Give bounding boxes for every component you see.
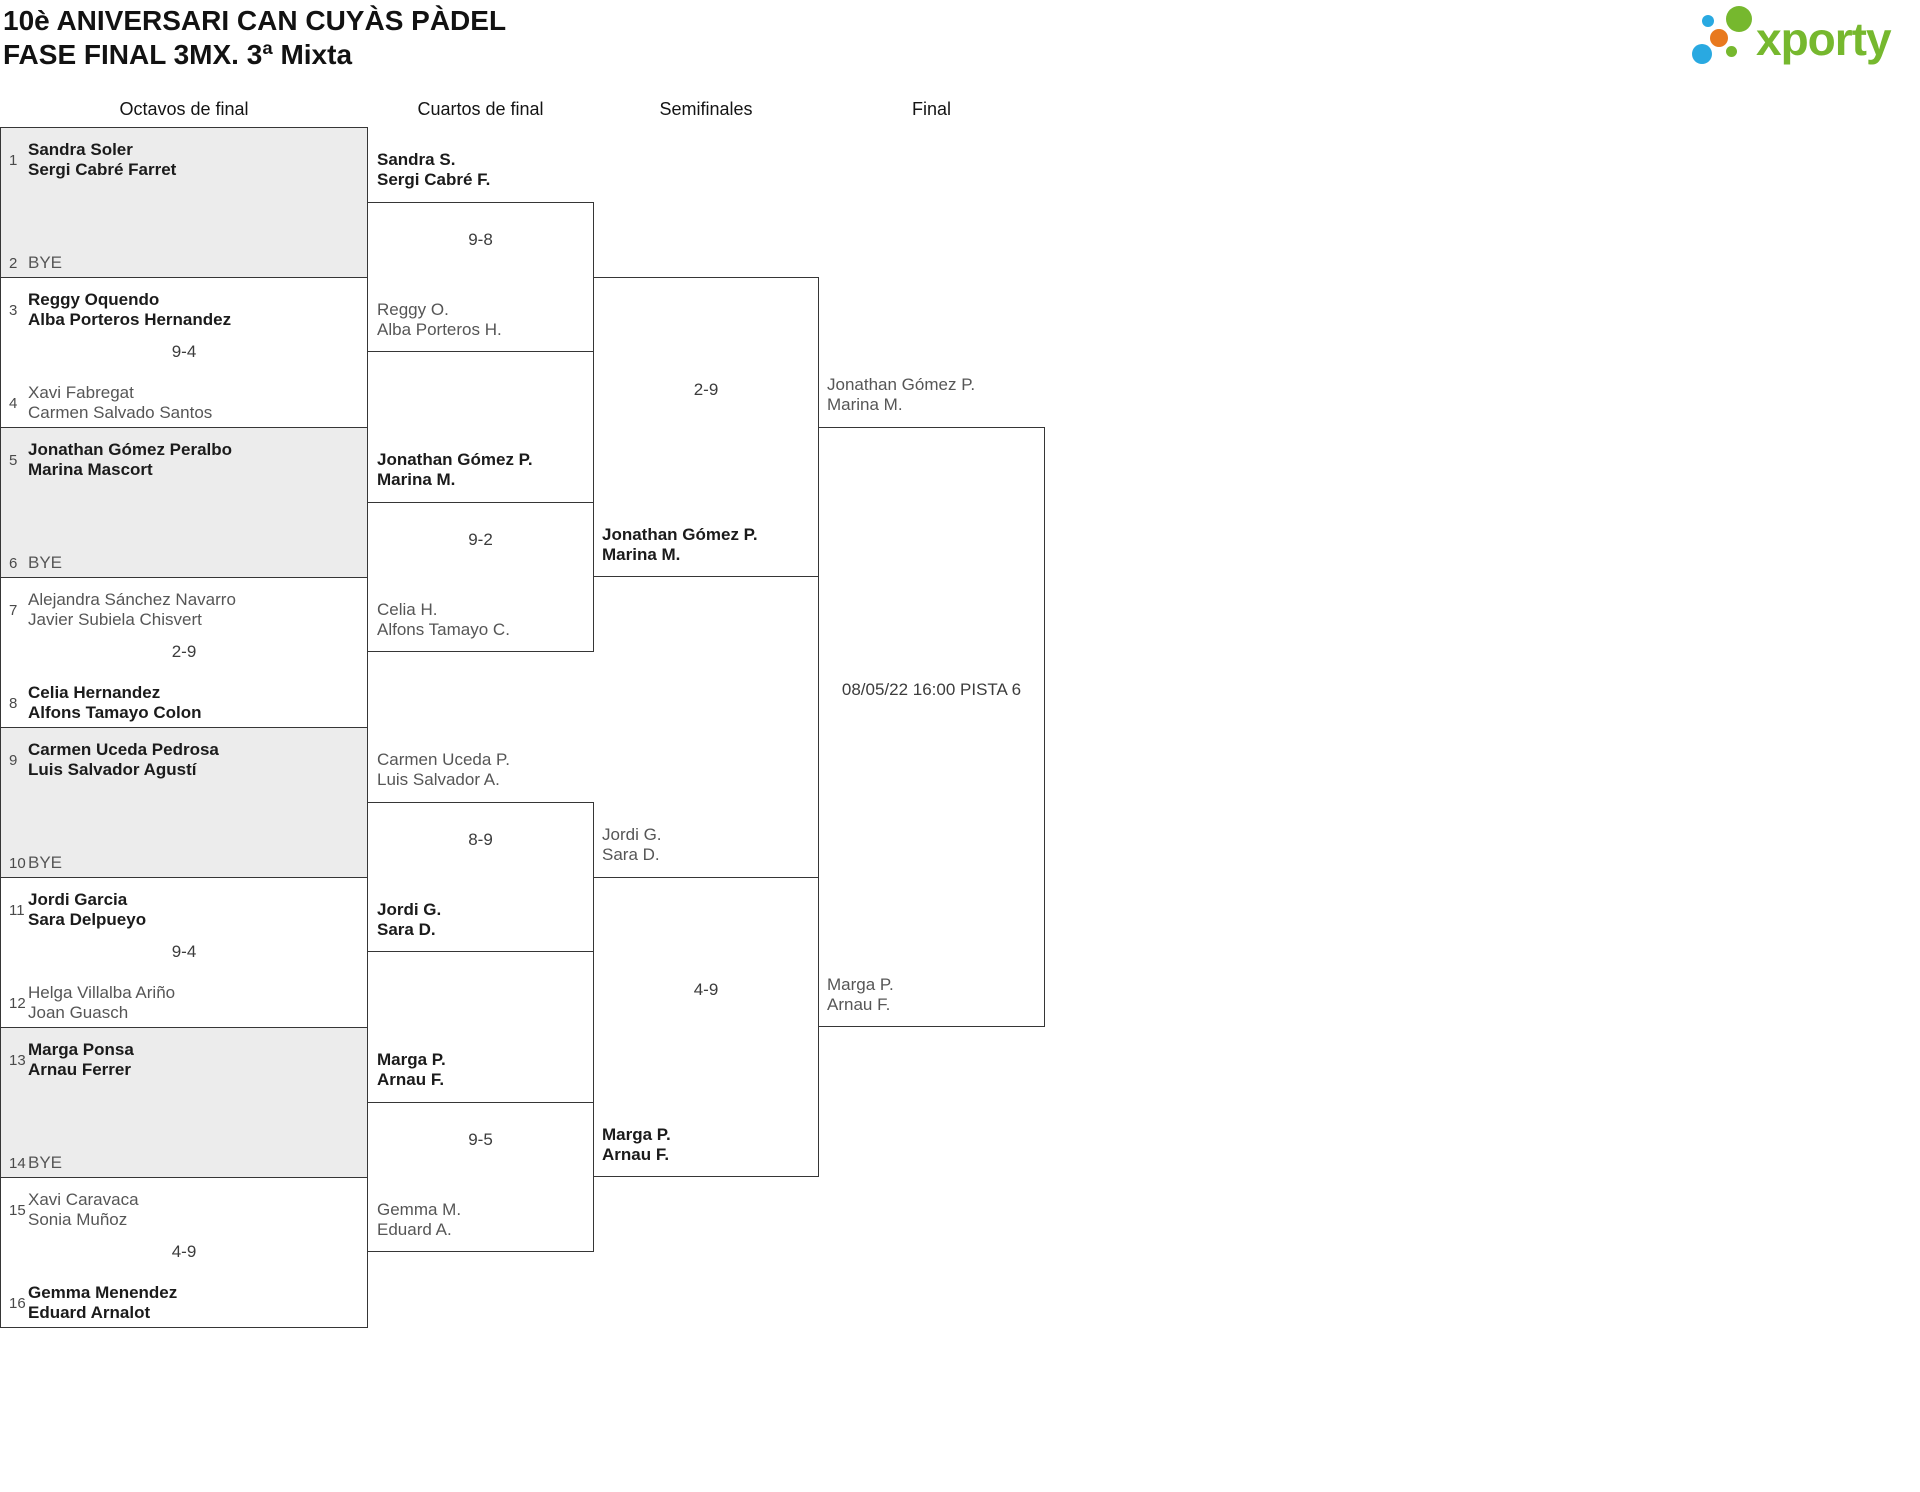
team-row-top: 3 Reggy Oquendo Alba Porteros Hernandez (9, 290, 361, 330)
seed-number: 11 (9, 901, 25, 919)
xporty-logo[interactable]: xporty (1690, 6, 1916, 74)
team-name: Marga Ponsa Arnau Ferrer (28, 1040, 134, 1079)
seed-number: 12 (9, 994, 26, 1012)
match-score: 2-9 (171, 641, 197, 661)
seed-number: 8 (9, 694, 18, 712)
seed-number: 10 (9, 854, 26, 872)
page-title: 10è ANIVERSARI CAN CUYÀS PÀDEL FASE FINA… (3, 4, 506, 72)
team-name: Jonathan Gómez Peralbo Marina Mascort (28, 440, 233, 479)
logo-dot-blue-small (1702, 15, 1714, 27)
match-box-octavos-1[interactable]: 1 Sandra Soler Sergi Cabré Farret 2 BYE (0, 127, 368, 278)
logo-dot-green-large (1726, 6, 1752, 32)
round-header-cuartos: Cuartos de final (417, 99, 544, 119)
round-header-final: Final (911, 99, 951, 119)
team-name: Celia Hernandez Alfons Tamayo Colon (28, 683, 202, 722)
team-row-top: 5 Jonathan Gómez Peralbo Marina Mascort (9, 440, 361, 480)
team-row-top: 1 Sandra Soler Sergi Cabré Farret (9, 140, 361, 180)
match-box-semifinal-2[interactable] (593, 877, 819, 1177)
match-box-octavos-6[interactable]: 11 Jordi Garcia Sara Delpueyo 9-4 12 Hel… (0, 877, 368, 1028)
team-bye: BYE (28, 853, 63, 872)
logo-dot-orange (1710, 29, 1728, 47)
team-name: Jordi Garcia Sara Delpueyo (28, 890, 147, 929)
match-score: 9-5 (468, 1130, 493, 1149)
team-label-top: Marga P.Arnau F. (377, 1050, 446, 1089)
seed-number: 5 (9, 451, 18, 469)
seed-number: 1 (9, 151, 18, 169)
match-box-cuartos-4[interactable] (367, 1102, 594, 1252)
team-label-top: Jonathan Gómez P.Marina M. (377, 450, 533, 489)
team-row-top: 7 Alejandra Sánchez Navarro Javier Subie… (9, 590, 361, 630)
team-row-top: 13 Marga Ponsa Arnau Ferrer (9, 1040, 361, 1080)
seed-number: 14 (9, 1154, 26, 1172)
team-name: Alejandra Sánchez Navarro Javier Subiela… (28, 590, 236, 629)
logo-wordmark: xporty (1756, 13, 1892, 65)
match-box-octavos-4[interactable]: 7 Alejandra Sánchez Navarro Javier Subie… (0, 577, 368, 728)
team-row-top: 9 Carmen Uceda Pedrosa Luis Salvador Agu… (9, 740, 361, 780)
team-label-top: Jordi G.Sara D. (602, 825, 662, 864)
match-box-octavos-7[interactable]: 13 Marga Ponsa Arnau Ferrer 14 BYE (0, 1027, 368, 1178)
match-score: 8-9 (468, 830, 493, 849)
seed-number: 15 (9, 1201, 26, 1219)
team-name: Carmen Uceda Pedrosa Luis Salvador Agust… (28, 740, 219, 779)
match-score: 9-8 (468, 230, 493, 249)
team-label-bottom: Marga P.Arnau F. (827, 975, 894, 1014)
team-row-bottom: 8 Celia Hernandez Alfons Tamayo Colon (9, 683, 361, 723)
team-label-bottom: Reggy O.Alba Porteros H. (377, 300, 502, 339)
seed-number: 7 (9, 601, 18, 619)
match-box-cuartos-2[interactable] (367, 502, 594, 652)
team-row-bottom: 6 BYE (9, 553, 361, 573)
seed-number: 3 (9, 301, 18, 319)
team-row-bottom: 4 Xavi Fabregat Carmen Salvado Santos (9, 383, 361, 423)
team-label-top: Sandra S.Sergi Cabré F. (377, 150, 491, 189)
seed-number: 13 (9, 1051, 26, 1069)
title-line-1: 10è ANIVERSARI CAN CUYÀS PÀDEL (3, 5, 507, 36)
match-score: 9-2 (468, 530, 493, 549)
seed-number: 9 (9, 751, 18, 769)
team-row-bottom: 12 Helga Villalba Ariño Joan Guasch (9, 983, 361, 1023)
seed-number: 16 (9, 1294, 26, 1312)
match-score: 2-9 (693, 380, 719, 399)
match-box-final[interactable] (818, 427, 1045, 1027)
final-schedule-info: 08/05/22 16:00 PISTA 6 (841, 680, 1022, 699)
team-name: Sandra Soler Sergi Cabré Farret (28, 140, 177, 179)
team-label-bottom: Jonathan Gómez P.Marina M. (602, 525, 758, 564)
team-name: Helga Villalba Ariño Joan Guasch (28, 983, 176, 1022)
team-label-bottom: Marga P.Arnau F. (602, 1125, 671, 1164)
team-bye: BYE (28, 253, 63, 272)
team-row-bottom: 14 BYE (9, 1153, 361, 1173)
match-score: 4-9 (693, 980, 719, 999)
match-box-octavos-5[interactable]: 9 Carmen Uceda Pedrosa Luis Salvador Agu… (0, 727, 368, 878)
round-header-octavos: Octavos de final (119, 99, 249, 119)
team-row-top: 11 Jordi Garcia Sara Delpueyo (9, 890, 361, 930)
team-label-top: Carmen Uceda P.Luis Salvador A. (377, 750, 510, 789)
team-label-bottom: Gemma M.Eduard A. (377, 1200, 462, 1239)
team-name: Gemma Menendez Eduard Arnalot (28, 1283, 178, 1322)
seed-number: 2 (9, 254, 18, 272)
match-box-octavos-8[interactable]: 15 Xavi Caravaca Sonia Muñoz 4-9 16 Gemm… (0, 1177, 368, 1328)
team-name: Reggy Oquendo Alba Porteros Hernandez (28, 290, 232, 329)
team-name: Xavi Caravaca Sonia Muñoz (28, 1190, 139, 1229)
match-score: 9-4 (171, 941, 197, 961)
match-box-octavos-2[interactable]: 3 Reggy Oquendo Alba Porteros Hernandez … (0, 277, 368, 428)
round-header-semifinales: Semifinales (659, 99, 753, 119)
team-row-bottom: 10 BYE (9, 853, 361, 873)
team-bye: BYE (28, 1153, 63, 1172)
logo-dot-blue-large (1692, 44, 1712, 64)
match-box-octavos-3[interactable]: 5 Jonathan Gómez Peralbo Marina Mascort … (0, 427, 368, 578)
logo-dot-green-small (1726, 46, 1737, 57)
title-line-2: FASE FINAL 3MX. 3ª Mixta (3, 39, 353, 70)
team-name: Xavi Fabregat Carmen Salvado Santos (28, 383, 213, 422)
match-score: 9-4 (171, 341, 197, 361)
team-row-top: 15 Xavi Caravaca Sonia Muñoz (9, 1190, 361, 1230)
team-label-bottom: Jordi G.Sara D. (377, 900, 442, 939)
team-bye: BYE (28, 553, 63, 572)
team-label-top: Jonathan Gómez P.Marina M. (827, 375, 976, 414)
seed-number: 4 (9, 394, 18, 412)
match-score: 4-9 (171, 1241, 197, 1261)
team-row-bottom: 2 BYE (9, 253, 361, 273)
team-row-bottom: 16 Gemma Menendez Eduard Arnalot (9, 1283, 361, 1323)
seed-number: 6 (9, 554, 18, 572)
team-label-bottom: Celia H.Alfons Tamayo C. (377, 600, 510, 639)
